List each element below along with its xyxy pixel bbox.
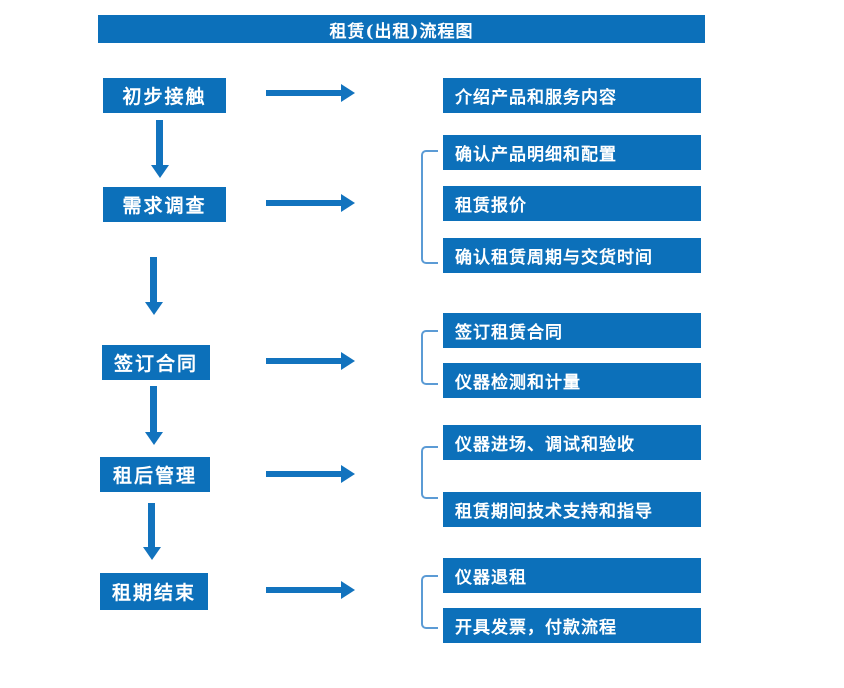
- right-arrow-shaft: [266, 471, 342, 477]
- step-box-demand-survey: 需求调查: [103, 187, 226, 222]
- group-bracket: [421, 575, 438, 629]
- target-box-instrument-testing-measurement: 仪器检测和计量: [443, 363, 701, 398]
- step-box-post-rental-management: 租后管理: [100, 457, 210, 492]
- down-arrow-shaft: [156, 120, 163, 166]
- right-arrow-shaft: [266, 358, 342, 364]
- down-arrow-icon: [145, 302, 163, 315]
- right-arrow-icon: [341, 352, 355, 370]
- right-arrow-icon: [341, 581, 355, 599]
- target-box-rental-quotation: 租赁报价: [443, 186, 701, 221]
- flowchart-title: 租赁(出租)流程图: [98, 15, 705, 43]
- step-box-initial-contact: 初步接触: [103, 78, 226, 113]
- target-box-confirm-rental-period-delivery: 确认租赁周期与交货时间: [443, 238, 701, 273]
- group-bracket: [421, 330, 438, 385]
- step-box-rental-end: 租期结束: [100, 573, 208, 610]
- target-box-instrument-return: 仪器退租: [443, 558, 701, 593]
- down-arrow-shaft: [150, 386, 157, 433]
- group-bracket: [421, 150, 438, 264]
- down-arrow-icon: [151, 165, 169, 178]
- target-box-confirm-product-details: 确认产品明细和配置: [443, 135, 701, 170]
- target-box-rental-technical-support: 租赁期间技术支持和指导: [443, 492, 701, 527]
- down-arrow-icon: [145, 432, 163, 445]
- step-box-contract-signing: 签订合同: [102, 345, 210, 380]
- down-arrow-shaft: [150, 257, 157, 303]
- right-arrow-shaft: [266, 90, 342, 96]
- target-box-instrument-entry-acceptance: 仪器进场、调试和验收: [443, 425, 701, 460]
- target-box-introduce-products-services: 介绍产品和服务内容: [443, 78, 701, 113]
- target-box-invoice-payment: 开具发票，付款流程: [443, 608, 701, 643]
- down-arrow-icon: [143, 547, 161, 560]
- right-arrow-shaft: [266, 587, 342, 593]
- target-box-sign-rental-contract: 签订租赁合同: [443, 313, 701, 348]
- right-arrow-icon: [341, 465, 355, 483]
- down-arrow-shaft: [148, 503, 155, 548]
- group-bracket: [421, 446, 438, 499]
- right-arrow-icon: [341, 194, 355, 212]
- right-arrow-shaft: [266, 200, 342, 206]
- right-arrow-icon: [341, 84, 355, 102]
